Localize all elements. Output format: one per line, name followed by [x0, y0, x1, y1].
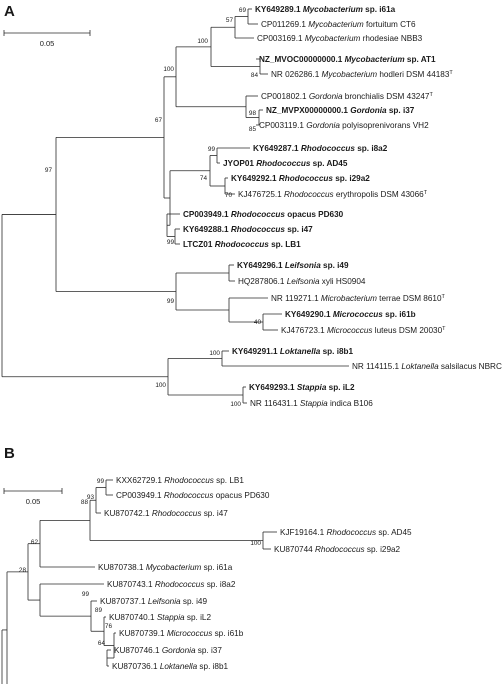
taxon-label: KXX62729.1 Rhodococcus sp. LB1 [116, 476, 244, 485]
taxon-label: KY649292.1 Rhodococcus sp. i29a2 [231, 174, 370, 183]
taxon-label: KY649291.1 Loktanella sp. i8b1 [232, 347, 354, 356]
taxon-label: CP003169.1 Mycobacterium rhodesiae NBB3 [257, 34, 423, 43]
taxon-label: KY649293.1 Stappia sp. iL2 [249, 383, 355, 392]
taxon-label: JYOP01 Rhodococcus sp. AD45 [223, 159, 348, 168]
bootstrap-value: 88 [81, 499, 89, 506]
bootstrap-value: 70 [225, 192, 233, 199]
taxon-label: CP003949.1 Rhodococcus opacus PD630 [183, 210, 344, 219]
taxon-label: NZ_MVOC00000000.1 Mycobacterium sp. AT1 [259, 55, 436, 64]
taxon-label: KJF19164.1 Rhodococcus sp. AD45 [280, 528, 412, 537]
taxon-label: KU870738.1 Mycobacterium sp. i61a [98, 563, 233, 572]
bootstrap-value: 67 [155, 117, 163, 124]
taxon-label: NR 114115.1 Loktanella salsilacus NBRC 1… [352, 362, 502, 371]
bootstrap-value: 93 [87, 494, 95, 501]
scale-bar-label: 0.05 [40, 39, 55, 48]
bootstrap-value: 28 [19, 567, 27, 574]
tree-panel-b: B 0.05 KXX62729.1 Rhodococcus sp. LB1CP003… [1, 445, 412, 684]
bootstrap-value: 76 [105, 623, 113, 630]
taxon-label: NR 026286.1 Mycobacterium hodleri DSM 44… [271, 70, 453, 79]
bootstrap-value: 100 [163, 66, 174, 73]
taxon-label: KU870737.1 Leifsonia sp. i49 [100, 597, 207, 606]
bootstrap-value: 99 [97, 478, 105, 485]
taxon-label: KU870743.1 Rhodococcus sp. i8a2 [107, 580, 236, 589]
taxon-label: KU870739.1 Micrococcus sp. i61b [119, 629, 244, 638]
taxon-label: NR 119271.1 Microbacterium terrae DSM 86… [271, 294, 446, 303]
bootstrap-value: 97 [45, 167, 53, 174]
bootstrap-value: 100 [209, 350, 220, 357]
taxon-label: KU870736.1 Loktanella sp. i8b1 [112, 662, 229, 671]
bootstrap-value: 99 [167, 298, 175, 305]
bootstrap-value: 74 [200, 175, 208, 182]
taxon-label: CP003119.1 Gordonia polyisoprenivorans V… [259, 121, 429, 130]
bootstrap-value: 99 [82, 591, 90, 598]
taxon-label: KU870744 Rhodococcus sp. i29a2 [274, 545, 401, 554]
bootstrap-value: 40 [254, 319, 262, 326]
bootstrap-value: 98 [249, 110, 257, 117]
bootstrap-value: 62 [31, 539, 39, 546]
taxon-label: CP001802.1 Gordonia bronchialis DSM 4324… [261, 92, 433, 101]
bootstrap-value: 100 [155, 382, 166, 389]
bootstrap-value: 69 [239, 7, 247, 14]
panel-label-a: A [4, 3, 15, 20]
bootstrap-value: 57 [226, 17, 234, 24]
taxon-label: NR 116431.1 Stappia indica B106 [250, 399, 373, 408]
taxon-label: KY649289.1 Mycobacterium sp. i61a [255, 5, 396, 14]
taxon-label: KU870746.1 Gordonia sp. i37 [114, 646, 222, 655]
taxon-label: HQ287806.1 Leifsonia xyli HS0904 [238, 277, 366, 286]
panel-label-b: B [4, 445, 15, 462]
taxon-label: KY649287.1 Rhodococcus sp. i8a2 [253, 144, 388, 153]
bootstrap-value: 99 [208, 146, 216, 153]
bootstrap-value: 100 [197, 38, 208, 45]
bootstrap-value: 99 [167, 239, 175, 246]
taxon-label: KJ476723.1 Micrococcus luteus DSM 20030T [281, 326, 446, 335]
taxon-label: KU870740.1 Stappia sp. iL2 [109, 613, 211, 622]
taxon-label: NZ_MVPX00000000.1 Gordonia sp. i37 [266, 106, 415, 115]
taxon-label: CP003949.1 Rhodococcus opacus PD630 [116, 491, 270, 500]
taxon-label: LTCZ01 Rhodococcus sp. LB1 [183, 240, 301, 249]
tree-panel-a: A 0.05 KY649289.1 Mycobacterium sp. i61aCP… [1, 3, 502, 408]
bootstrap-value: 84 [251, 72, 259, 79]
taxon-label: KY649296.1 Leifsonia sp. i49 [237, 261, 349, 270]
bootstrap-value: 100 [250, 540, 261, 547]
taxon-label: KU870742.1 Rhodococcus sp. i47 [104, 509, 228, 518]
taxon-label: KY649290.1 Micrococcus sp. i61b [285, 310, 416, 319]
bootstrap-value: 100 [230, 401, 241, 408]
taxon-label: KY649288.1 Rhodococcus sp. i47 [183, 225, 313, 234]
bootstrap-value: 64 [98, 640, 106, 647]
taxon-label: CP011269.1 Mycobacterium fortuitum CT6 [261, 20, 416, 29]
scale-bar-label: 0.05 [26, 497, 41, 506]
taxon-label: KJ476725.1 Rhodococcus erythropolis DSM … [238, 190, 428, 199]
bootstrap-value: 85 [249, 126, 257, 133]
bootstrap-value: 89 [95, 607, 103, 614]
